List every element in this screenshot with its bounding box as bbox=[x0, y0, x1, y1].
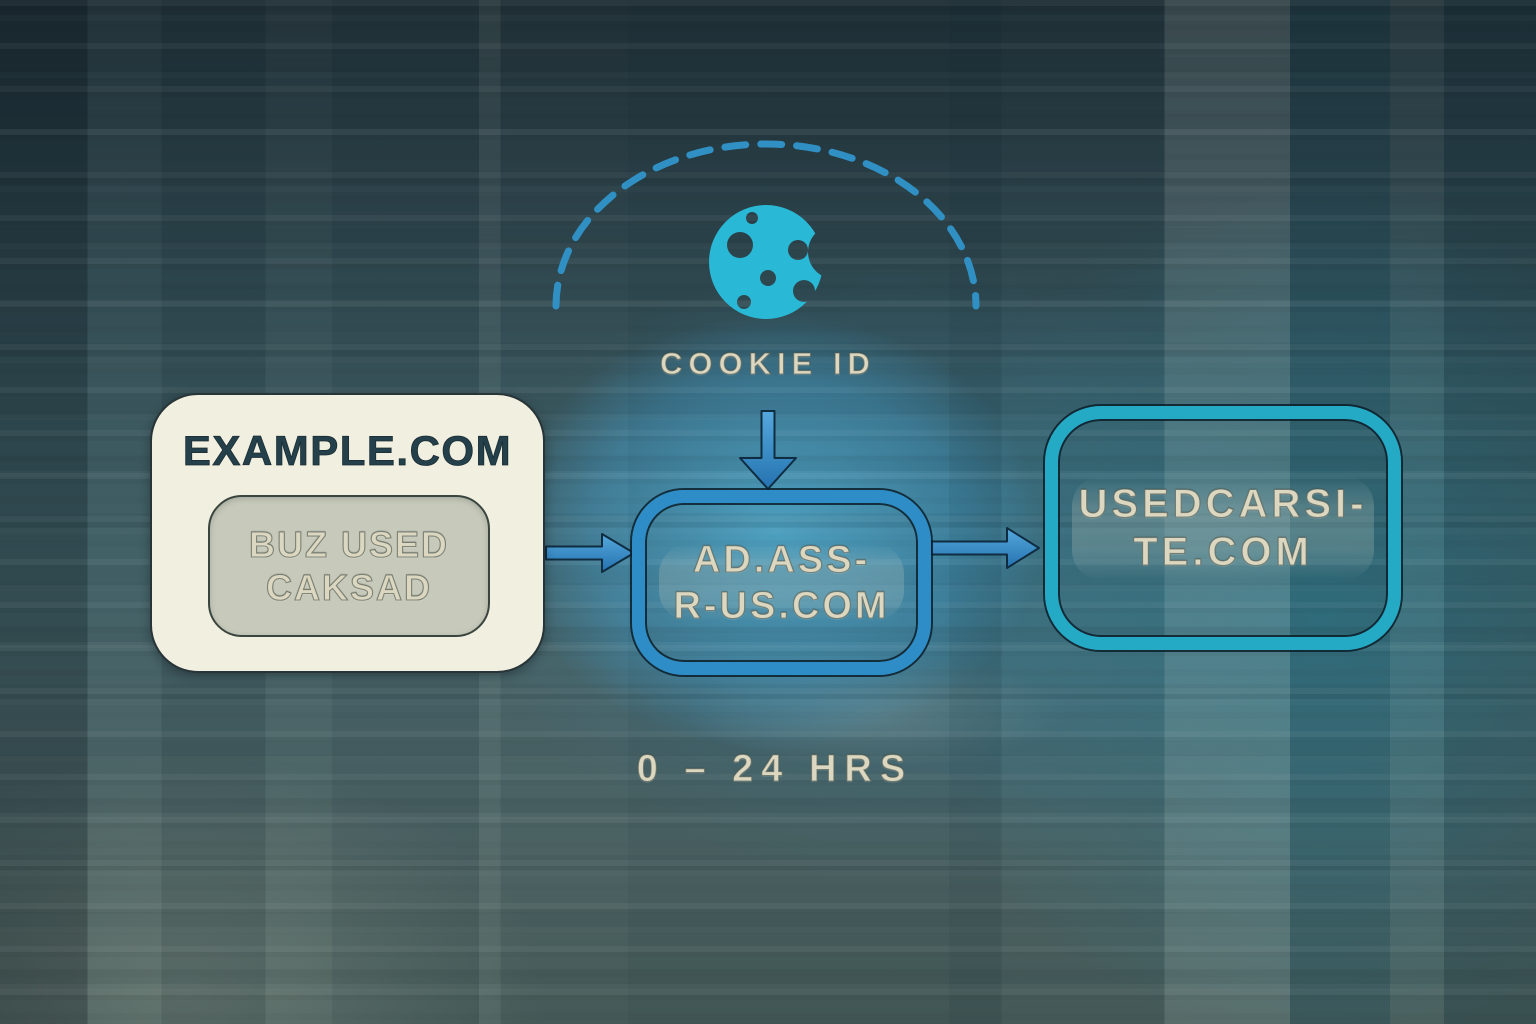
duration-label: 0 – 24 HRS bbox=[636, 747, 914, 790]
arrow-adserver-to-advertiser bbox=[930, 527, 1040, 569]
cookie-icon bbox=[698, 195, 838, 335]
ad-server-domain-line1: AD.ASS- bbox=[692, 538, 871, 581]
arrow-cookie-to-adserver bbox=[739, 410, 797, 490]
node-publisher: EXAMPLE.COM BUZ USED CAKSAD bbox=[150, 393, 545, 673]
cookie-sync-dashed-arc bbox=[552, 140, 980, 310]
advertiser-domain-line2: TE.COM bbox=[1133, 529, 1313, 574]
arrow-publisher-to-adserver bbox=[545, 533, 635, 573]
ad-slot-text-line1: BUZ USED bbox=[248, 523, 449, 565]
ad-slot-text-line2: CAKSAD bbox=[265, 566, 432, 608]
advertiser-domain-line1: USEDCARSI- bbox=[1078, 481, 1368, 526]
node-advertiser: USEDCARSI- TE.COM bbox=[1045, 406, 1401, 650]
ad-server-domain-line2: R-US.COM bbox=[673, 584, 890, 627]
publisher-ad-slot: BUZ USED CAKSAD bbox=[208, 495, 490, 637]
cookie-id-label: COOKIE ID bbox=[659, 345, 876, 381]
publisher-domain-label: EXAMPLE.COM bbox=[182, 427, 513, 475]
node-ad-server: AD.ASS- R-US.COM bbox=[632, 490, 931, 675]
